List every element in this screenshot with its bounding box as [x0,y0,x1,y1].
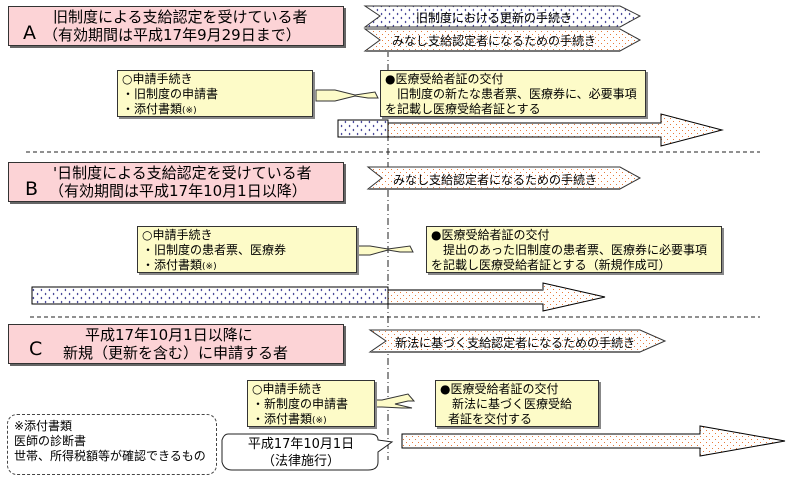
footnote-mark: (※) [182,106,197,116]
section-a-issuance-note: ●医療受給者証の交付 旧制度の新たな患者票、医療券に、必要事項 を記載し医療受給… [380,70,646,117]
footnote-mark: (※) [202,262,217,272]
connector-b [354,245,414,256]
attachments-title: ※添付書類 [14,419,73,433]
issuance-body: を記載し医療受給者証とする [385,102,541,116]
section-letter: B [25,178,39,200]
section-b-label: B '日制度による支給認定を受けている者 （有効期間は平成17年10月1日以降） [8,162,344,202]
banner-a-deemed-label: みなし支給認定者になるための手続き [392,34,597,48]
section-title-line1: 旧制度による支給認定を受けている者 [53,8,308,26]
attachments-item: 医師の診断書 [14,434,87,448]
application-item: ・旧制度の患者票、医療券 [142,243,287,257]
section-title-line2: （有効期間は平成17年10月1日以降） [49,182,307,200]
banner-b-deemed-label: みなし支給認定者になるための手続き [393,173,598,187]
application-heading: ○申請手続き [252,382,323,396]
application-item: ・添付書類 [122,102,183,116]
date-callout: 平成17年10月1日 （法律施行） [224,436,378,470]
section-a-label: A 旧制度による支給認定を受けている者 （有効期間は平成17年9月29日まで） [8,6,344,46]
banner-a-renewal [363,5,642,28]
section-c-issuance-note: ●医療受給者証の交付 新法に基づく医療受給 者証を交付する [435,380,599,427]
section-c-label: C 平成17年10月1日以降に 新規（更新を含む）に申請する者 [8,324,344,364]
banner-c-newlaw-label: 新法に基づく支給認定者になるための手続き [395,336,636,350]
section-letter: A [23,22,36,44]
issuance-body: 提出のあった旧制度の患者票、医療券に必要事項 [431,243,708,257]
application-item: ・添付書類 [142,258,203,272]
section-title-line1: 平成17年10月1日以降に [85,326,253,344]
section-b-issuance-note: ●医療受給者証の交付 提出のあった旧制度の患者票、医療券に必要事項 を記載し医療… [426,226,722,273]
section-c-application-note: ○申請手続き ・新制度の申請書 ・添付書類(※) [247,380,375,427]
issuance-body: 新法に基づく医療受給 [440,397,573,411]
date-callout-bubble [221,433,394,471]
application-heading: ○申請手続き [122,72,193,86]
application-item: ・添付書類 [252,412,313,426]
connector-c [369,393,416,409]
issuance-heading: ●医療受給者証の交付 [440,382,559,396]
section-a-application-note: ○申請手続き ・旧制度の申請書 ・添付書類(※) [117,70,313,117]
issuance-body: 者証を交付する [448,412,533,426]
bar-a-before [337,119,389,138]
attachments-item: 世帯、所得税額等が確認できるもの [14,449,206,463]
connector-a [315,89,379,102]
arrow-a-after [387,113,724,147]
section-title-line1: '日制度による支給認定を受けている者 [53,164,312,182]
issuance-body: 旧制度の新たな患者票、医療券に、必要事項 [385,87,637,101]
section-title-line2: 新規（更新を含む）に申請する者 [63,344,289,362]
application-heading: ○申請手続き [142,228,213,242]
attachments-note: ※添付書類 医師の診断書 世帯、所得税額等が確認できるもの [7,414,217,475]
section-title-line2: （有効期間は平成17年9月29日まで） [43,26,301,44]
law-date: 平成17年10月1日 [247,437,355,452]
section-letter: C [29,338,43,360]
application-item: ・旧制度の申請書 [122,87,219,101]
issuance-heading: ●医療受給者証の交付 [431,228,550,242]
arrow-c-after [401,425,786,457]
arrow-b-after [387,282,606,312]
application-item: ・新制度の申請書 [252,397,349,411]
banner-a-renewal-label: 旧制度における更新の手続き [416,11,573,25]
issuance-body: を記載し医療受給者証とする（新規作成可） [431,258,671,272]
law-event: （法律施行） [261,454,340,469]
issuance-heading: ●医療受給者証の交付 [385,72,504,86]
footnote-mark: (※) [312,416,327,426]
bar-b-before [31,286,389,305]
section-b-application-note: ○申請手続き ・旧制度の患者票、医療券 ・添付書類(※) [137,226,357,273]
